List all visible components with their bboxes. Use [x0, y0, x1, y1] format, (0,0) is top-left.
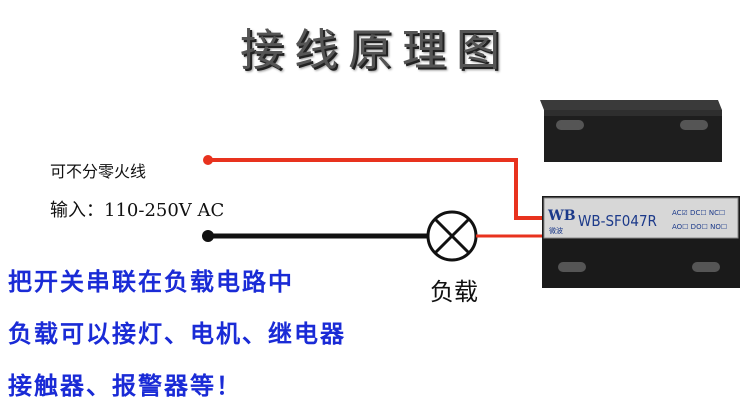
live-wire — [208, 158, 548, 220]
sensor-terms-bottom: AO☐ DO☐ NO☐ — [672, 223, 727, 231]
wire-note: 可不分零火线 — [50, 162, 147, 181]
sensor-brand: WB — [547, 208, 576, 224]
input-spec: 输入：110-250V AC — [50, 200, 225, 221]
load-label: 负载 — [430, 278, 478, 306]
neutral-terminal — [202, 230, 214, 242]
sensor-brand-sub: 微波 — [549, 226, 563, 235]
sensor-model: WB-SF047R — [578, 212, 657, 230]
live-terminal — [203, 155, 213, 165]
reed-sensor: WB 微波 WB-SF047R AC☑ DC☐ NC☐ AO☐ DO☐ NO☐ — [542, 196, 740, 288]
magnet-bar — [540, 100, 722, 162]
instruction-line-2: 负载可以接灯、电机、继电器 — [8, 320, 346, 348]
instruction-line-1: 把开关串联在负载电路中 — [8, 268, 294, 296]
load-lamp-icon — [426, 210, 478, 262]
instruction-line-3: 接触器、报警器等！ — [8, 372, 242, 400]
page-title: 接线原理图 — [240, 25, 510, 76]
sensor-terms-top: AC☑ DC☐ NC☐ — [672, 209, 725, 217]
